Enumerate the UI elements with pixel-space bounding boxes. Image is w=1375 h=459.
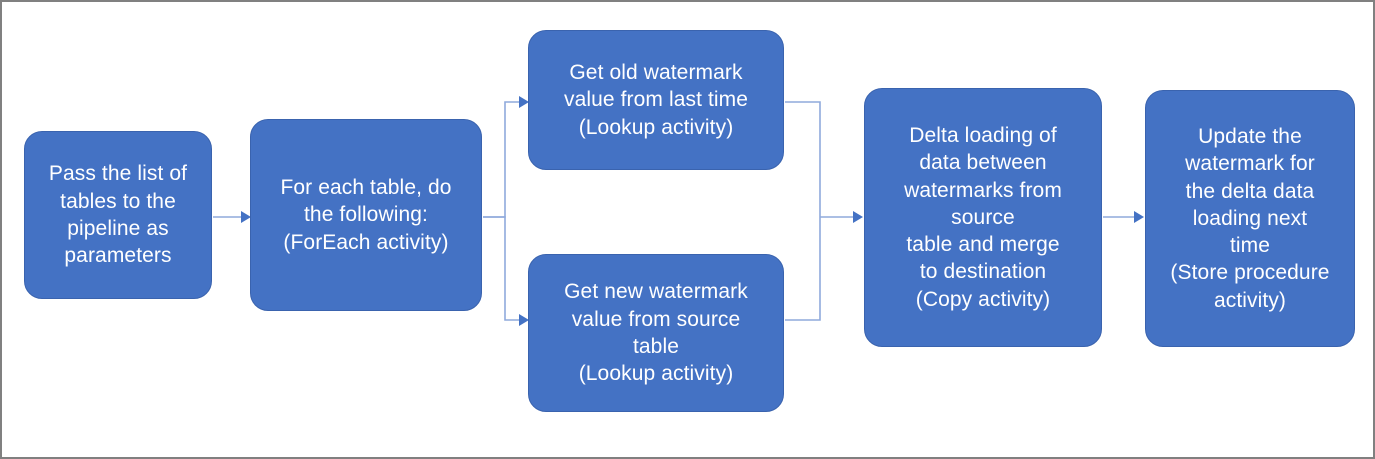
connector-pass-to-foreach [213,211,251,223]
node-get-old-watermark-label: Get old watermark value from last time (… [563,61,749,139]
node-get-new-watermark-label: Get new watermark value from source tabl… [564,280,748,386]
node-update-watermark-label: Update the watermark for the delta data … [1170,124,1330,312]
node-get-new-watermark[interactable]: Get new watermark value from source tabl… [528,254,784,412]
node-for-each[interactable]: For each table, do the following: (ForEa… [250,119,482,311]
connector-old-to-delta [785,101,821,217]
connector-foreach-to-old [483,96,529,218]
node-pass-tables[interactable]: Pass the list of tables to the pipeline … [24,131,212,299]
node-pass-tables-label: Pass the list of tables to the pipeline … [48,162,188,268]
connector-delta-to-update [1103,211,1144,223]
connector-merge-to-delta [820,211,863,223]
node-delta-loading[interactable]: Delta loading of data between watermarks… [864,88,1102,347]
node-update-watermark[interactable]: Update the watermark for the delta data … [1145,90,1355,347]
connector-new-to-delta [785,217,821,321]
connector-foreach-to-new [483,216,529,326]
node-delta-loading-label: Delta loading of data between watermarks… [904,123,1062,311]
node-for-each-label: For each table, do the following: (ForEa… [280,176,452,254]
node-get-old-watermark[interactable]: Get old watermark value from last time (… [528,30,784,170]
